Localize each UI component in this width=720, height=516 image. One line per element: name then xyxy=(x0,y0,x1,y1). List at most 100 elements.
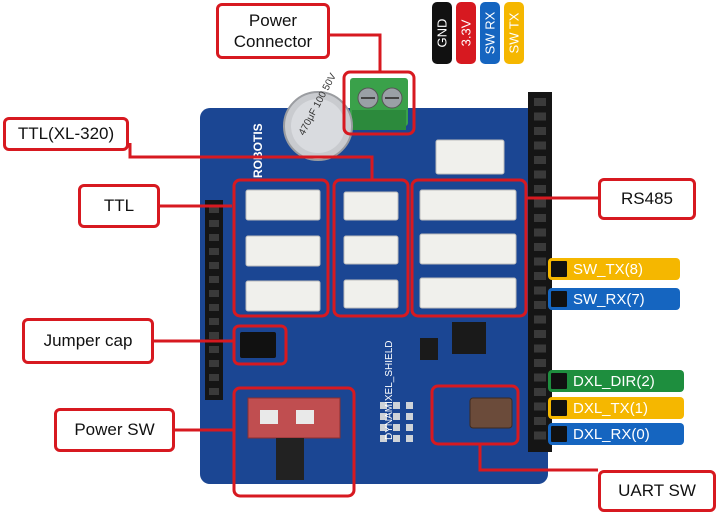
ic-chip-2 xyxy=(420,338,438,360)
callout-power-sw-text: Power SW xyxy=(74,420,155,440)
header-pin xyxy=(209,206,219,213)
header-pin xyxy=(209,234,219,241)
pin-tag-dxl-dir: DXL_DIR(2) xyxy=(548,370,684,392)
callout-rs485: RS485 xyxy=(598,178,696,220)
callout-power-connector-text: Power Connector xyxy=(233,10,313,51)
header-pin xyxy=(534,228,546,237)
solder-pad xyxy=(406,424,413,431)
header-pin xyxy=(534,359,546,367)
leader-uart-sw xyxy=(478,444,598,472)
pin-tag-dxl-rx: DXL_RX(0) xyxy=(548,423,684,445)
header-pin xyxy=(209,248,219,255)
uart-tag-sw-tx: SW TX xyxy=(504,2,524,64)
callout-ttl-xl320: TTL(XL-320) xyxy=(3,117,129,151)
pin-tag-dxl-tx: DXL_TX(1) xyxy=(548,397,684,419)
uart-tag-3v3: 3.3V xyxy=(456,2,476,64)
callout-uart-sw: UART SW xyxy=(598,470,716,512)
solder-pad xyxy=(406,402,413,409)
highlight-rs485 xyxy=(410,178,528,318)
pin-tag-sw-tx: SW_TX(8) xyxy=(548,258,680,280)
header-pin xyxy=(534,402,546,411)
pin-tag-dxl-dir-text: DXL_DIR(2) xyxy=(573,372,655,390)
header-pin xyxy=(534,417,546,425)
solder-pad xyxy=(393,435,400,442)
jumper-cap-part xyxy=(240,332,276,358)
header-pin xyxy=(534,330,546,338)
solder-pad xyxy=(406,435,413,442)
callout-power-sw: Power SW xyxy=(54,408,175,452)
callout-jumper-cap: Jumper cap xyxy=(22,318,154,364)
pin-tag-dxl-tx-marker xyxy=(551,400,567,416)
highlight-uart-sw xyxy=(430,384,520,446)
pin-tag-dxl-rx-text: DXL_RX(0) xyxy=(573,425,650,443)
shield-name-silk: DYNAMIXEL_SHIELD xyxy=(384,341,395,440)
callout-power-connector: Power Connector xyxy=(216,3,330,59)
left-header-pins xyxy=(209,206,219,395)
solder-pad xyxy=(406,413,413,420)
highlight-ttl-xl320 xyxy=(332,178,410,318)
header-pin xyxy=(534,315,546,324)
header-pin xyxy=(534,127,546,135)
header-pin xyxy=(534,156,546,164)
header-pin xyxy=(534,431,546,440)
header-pin xyxy=(209,262,219,269)
brand-silk: ROBOTIS xyxy=(251,123,265,178)
header-pin xyxy=(209,360,219,367)
right-header-pins xyxy=(534,98,546,440)
header-pin xyxy=(534,214,546,222)
header-pin xyxy=(209,388,219,395)
header-pin xyxy=(534,286,546,295)
header-pin xyxy=(534,373,546,382)
uart-switch-body xyxy=(469,397,513,429)
solder-pad xyxy=(380,402,387,409)
pad-grid xyxy=(380,402,413,442)
pin-tag-sw-rx-marker xyxy=(551,291,567,307)
callout-ttl-text: TTL xyxy=(103,196,135,216)
pin-tag-dxl-rx-marker xyxy=(551,426,567,442)
solder-pad xyxy=(380,435,387,442)
header-pin xyxy=(209,220,219,227)
callout-jumper-cap-text: Jumper cap xyxy=(43,331,133,351)
highlight-boxes xyxy=(232,70,528,498)
solder-pad xyxy=(380,424,387,431)
header-pin xyxy=(209,332,219,339)
highlight-power-sw xyxy=(232,386,356,498)
highlight-jumper-cap xyxy=(232,324,288,366)
pin-tag-sw-rx-text: SW_RX(7) xyxy=(573,290,645,308)
header-pin xyxy=(209,290,219,297)
header-pin xyxy=(209,374,219,381)
callout-ttl: TTL xyxy=(78,184,160,228)
uart-tag-sw-tx-text: SW TX xyxy=(506,12,522,54)
uart-tag-sw-rx: SW RX xyxy=(480,2,500,64)
header-pin xyxy=(209,346,219,353)
header-pin xyxy=(534,112,546,121)
header-pin xyxy=(209,276,219,283)
callout-ttl-xl320-text: TTL(XL-320) xyxy=(17,124,115,144)
header-pin xyxy=(534,272,546,280)
header-pin xyxy=(534,243,546,251)
callout-rs485-text: RS485 xyxy=(621,189,673,209)
highlight-ttl xyxy=(232,178,330,318)
header-pin xyxy=(534,199,546,208)
header-pin xyxy=(534,257,546,266)
uart-tag-gnd-text: GND xyxy=(434,18,450,48)
leader-lines xyxy=(128,33,598,472)
solder-pad xyxy=(393,402,400,409)
ttl-connectors xyxy=(245,189,321,312)
xl320-connectors xyxy=(343,191,399,309)
power-terminal-base xyxy=(352,110,406,130)
header-pin xyxy=(534,344,546,353)
ic-chip-1 xyxy=(452,322,486,354)
leader-power-connector xyxy=(330,33,382,72)
pin-tag-dxl-tx-text: DXL_TX(1) xyxy=(573,399,649,417)
header-pin xyxy=(534,170,546,179)
leader-ttl-xl320 xyxy=(128,143,374,180)
header-pin xyxy=(534,98,546,106)
power-switch-knob xyxy=(276,438,304,480)
pin-tag-sw-tx-marker xyxy=(551,261,567,277)
header-pin xyxy=(209,318,219,325)
solder-pad xyxy=(380,413,387,420)
header-pin xyxy=(534,388,546,396)
